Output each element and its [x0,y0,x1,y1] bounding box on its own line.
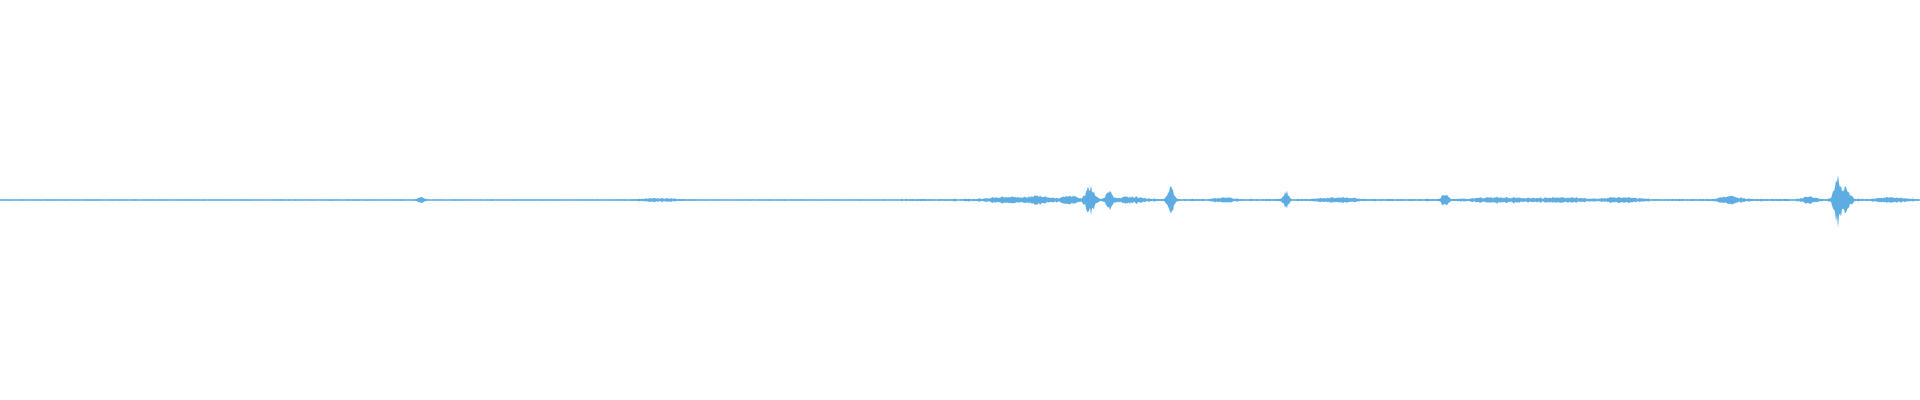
waveform-path [0,174,1919,228]
